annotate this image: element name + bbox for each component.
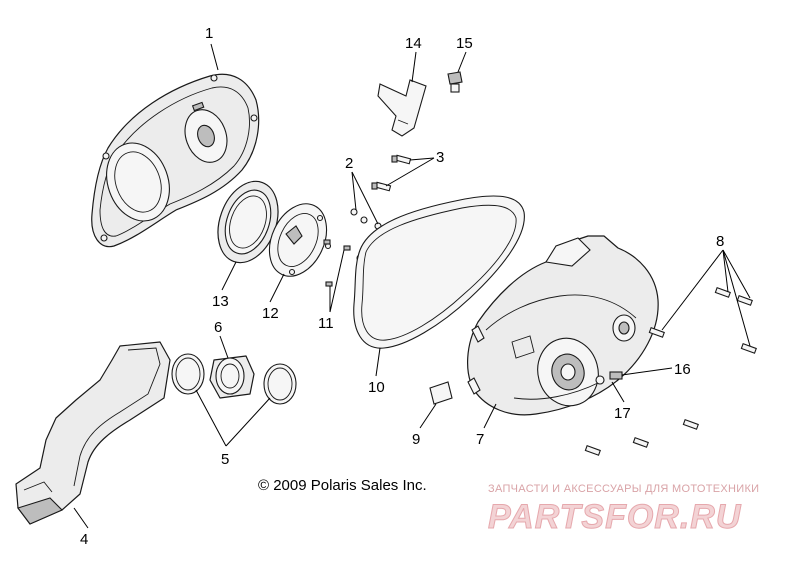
watermark-subtitle: ЗАПЧАСТИ И АКСЕССУАРЫ ДЛЯ МОТОТЕХНИКИ (488, 483, 759, 495)
watermark: ЗАПЧАСТИ И АКСЕССУАРЫ ДЛЯ МОТОТЕХНИКИ PA… (488, 483, 760, 537)
callout-8: 8 (716, 233, 724, 250)
callout-15: 15 (456, 35, 473, 52)
leader-lines (73, 43, 751, 529)
callout-12: 12 (262, 305, 279, 322)
part-bolt (447, 71, 463, 93)
callout-3: 3 (436, 149, 444, 166)
part-intake-duct (15, 341, 171, 525)
callout-7: 7 (476, 431, 484, 448)
part-coupler (209, 355, 255, 399)
callout-17: 17 (614, 405, 631, 422)
part-drive-belt (353, 195, 525, 349)
part-bolts-3 (371, 154, 412, 192)
callout-9: 9 (412, 431, 420, 448)
callout-4: 4 (80, 531, 88, 548)
part-outer-cover (91, 73, 260, 248)
part-hose-clamps (171, 353, 297, 405)
callout-numbers: 1 2 3 4 5 6 7 8 9 10 11 12 13 14 15 16 1… (80, 25, 724, 548)
watermark-brand: PARTSFOR.RU (488, 498, 742, 536)
part-stud (595, 371, 623, 385)
part-seal-ring (217, 180, 279, 264)
callout-5: 5 (221, 451, 229, 468)
callout-16: 16 (674, 361, 691, 378)
copyright-notice: © 2009 Polaris Sales Inc. (258, 477, 427, 494)
part-plate (268, 203, 332, 277)
callout-2: 2 (345, 155, 353, 172)
callout-13: 13 (212, 293, 229, 310)
callout-11: 11 (318, 315, 334, 332)
part-small-screws (323, 239, 351, 287)
callout-14: 14 (405, 35, 422, 52)
part-bolts-8 (584, 287, 757, 456)
part-decal (429, 335, 535, 405)
part-inner-housing (467, 235, 659, 416)
callout-1: 1 (205, 25, 213, 42)
callout-6: 6 (214, 319, 222, 336)
callout-10: 10 (368, 379, 385, 396)
part-bracket (377, 79, 427, 137)
